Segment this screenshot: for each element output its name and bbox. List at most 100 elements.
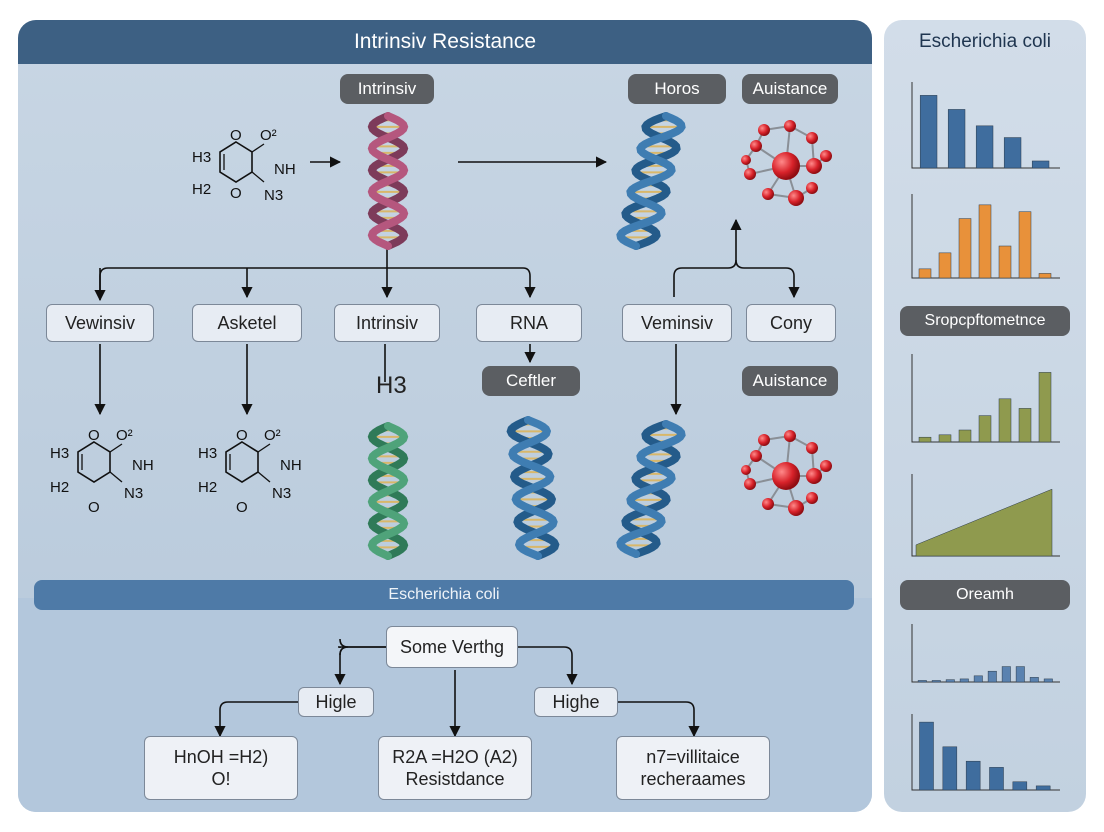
molecule-atom [772, 152, 800, 180]
box-out-right[interactable]: n7=villitaice recheraames [616, 736, 770, 800]
mini-bar [945, 679, 955, 683]
svg-text:O²: O² [116, 427, 133, 444]
main-panel: Intrinsiv Resistance [18, 20, 872, 812]
box-out-left[interactable]: HnOH =H2) O! [144, 736, 298, 800]
svg-text:NH: NH [280, 457, 302, 474]
svg-text:O: O [230, 185, 242, 202]
molecule-atom [758, 124, 770, 136]
molecule-atom [744, 168, 756, 180]
mini-bar [959, 678, 969, 683]
molecule-atom [741, 465, 751, 475]
molecule-atom [788, 500, 804, 516]
mini-chart-3 [911, 354, 1060, 443]
svg-text:H3: H3 [198, 445, 217, 462]
sidebar-tag-spectrometry: Sropcpftometnce [900, 306, 1070, 336]
mini-bar [938, 434, 952, 443]
dna-strand [616, 112, 686, 250]
mini-bar [978, 204, 992, 279]
box-out-mid[interactable]: R2A =H2O (A2) Resistdance [378, 736, 532, 800]
sidebar-title: Escherichia coli [919, 31, 1051, 52]
mini-bar [917, 680, 927, 683]
molecule-atom [750, 140, 762, 152]
box-vewinsiv[interactable]: Vewinsiv [46, 304, 154, 342]
mini-bar [998, 245, 1012, 279]
diagram-canvas: O O² NH H3 H2 O N3 O O² NH H3 H2 O N3 O [50, 112, 832, 738]
mini-bar [998, 398, 1012, 443]
box-rna[interactable]: RNA [476, 304, 582, 342]
box-veminsiv[interactable]: Veminsiv [622, 304, 732, 342]
main-title: Intrinsiv Resistance [18, 20, 872, 64]
mini-bar [918, 436, 932, 443]
mini-charts [911, 82, 1060, 791]
mini-bar [1015, 666, 1025, 683]
box-intrinsiv[interactable]: Intrinsiv [334, 304, 440, 342]
box-higle[interactable]: Higle [298, 687, 374, 717]
mini-bar [958, 429, 972, 443]
svg-text:NH: NH [274, 161, 296, 178]
svg-text:O²: O² [264, 427, 281, 444]
mini-chart-axis [911, 714, 1060, 791]
mini-bar [973, 675, 983, 683]
molecule-atom [820, 460, 832, 472]
svg-text:H3: H3 [192, 149, 211, 166]
dna-strand [616, 420, 686, 558]
svg-text:O: O [88, 499, 100, 516]
molecule-atom [806, 468, 822, 484]
dna-helix-blue-top [616, 112, 686, 250]
tag-horos: Horos [628, 74, 726, 104]
molecule-atom [806, 492, 818, 504]
dna-helix-pink [367, 112, 409, 250]
mini-bar [947, 109, 966, 169]
out-mid-line1: R2A =H2O (A2) [392, 747, 518, 767]
svg-text:O: O [88, 427, 100, 444]
molecule-atom [741, 155, 751, 165]
box-cony[interactable]: Cony [746, 304, 836, 342]
mini-bar [1038, 273, 1052, 279]
sidebar-tag-oreamh: Oreamh [900, 580, 1070, 610]
svg-text:N3: N3 [264, 187, 283, 204]
dna-strand [367, 112, 409, 250]
chem-structure-top: O O² NH H3 H2 O N3 [192, 127, 296, 204]
molecule-atom [784, 120, 796, 132]
tag-intrinsiv: Intrinsiv [340, 74, 434, 104]
out-mid-line2: Resistdance [405, 769, 505, 789]
mini-bar [975, 125, 994, 169]
tag-auistance-top: Auistance [742, 74, 838, 104]
mini-bar [938, 252, 952, 279]
molecule-atom [762, 188, 774, 200]
molecule-atom [806, 442, 818, 454]
tag-auistance-mid: Auistance [742, 366, 838, 396]
molecule-atom [758, 434, 770, 446]
mini-chart-4 [911, 474, 1060, 557]
out-left-line2: O! [211, 769, 231, 789]
mini-bar [1043, 678, 1053, 683]
mini-chart-5 [911, 624, 1060, 683]
molecule-atom [762, 498, 774, 510]
branch-lines [94, 218, 800, 738]
chem-structure-mid: O O² NH H3 H2 O N3 [198, 427, 302, 516]
molecule-atom [806, 182, 818, 194]
molecule-atom [772, 462, 800, 490]
box-some-verthg[interactable]: Some Verthg [386, 626, 518, 668]
mini-chart-axis [911, 624, 1060, 683]
out-right-line1: n7=villitaice [646, 747, 740, 767]
box-asketel[interactable]: Asketel [192, 304, 302, 342]
mini-chart-1 [911, 82, 1060, 169]
molecule-atom [750, 450, 762, 462]
escherichia-band: Escherichia coli [34, 580, 854, 610]
mini-bar [1012, 781, 1028, 791]
mini-bar [942, 746, 958, 791]
molecule-atom [744, 478, 756, 490]
svg-text:H2: H2 [198, 479, 217, 496]
mini-bar [1038, 372, 1052, 443]
dna-helix-blue-right [616, 420, 686, 558]
mini-bar [958, 218, 972, 279]
molecule-atom [820, 150, 832, 162]
dna-strand [367, 422, 409, 560]
svg-text:O: O [236, 499, 248, 516]
box-highe[interactable]: Highe [534, 687, 618, 717]
mini-bar [987, 670, 997, 683]
mini-bar [1031, 160, 1050, 169]
svg-text:N3: N3 [124, 485, 143, 502]
sidebar-panel: Escherichia coli Sropcpftometnce Oreamh [884, 20, 1086, 812]
